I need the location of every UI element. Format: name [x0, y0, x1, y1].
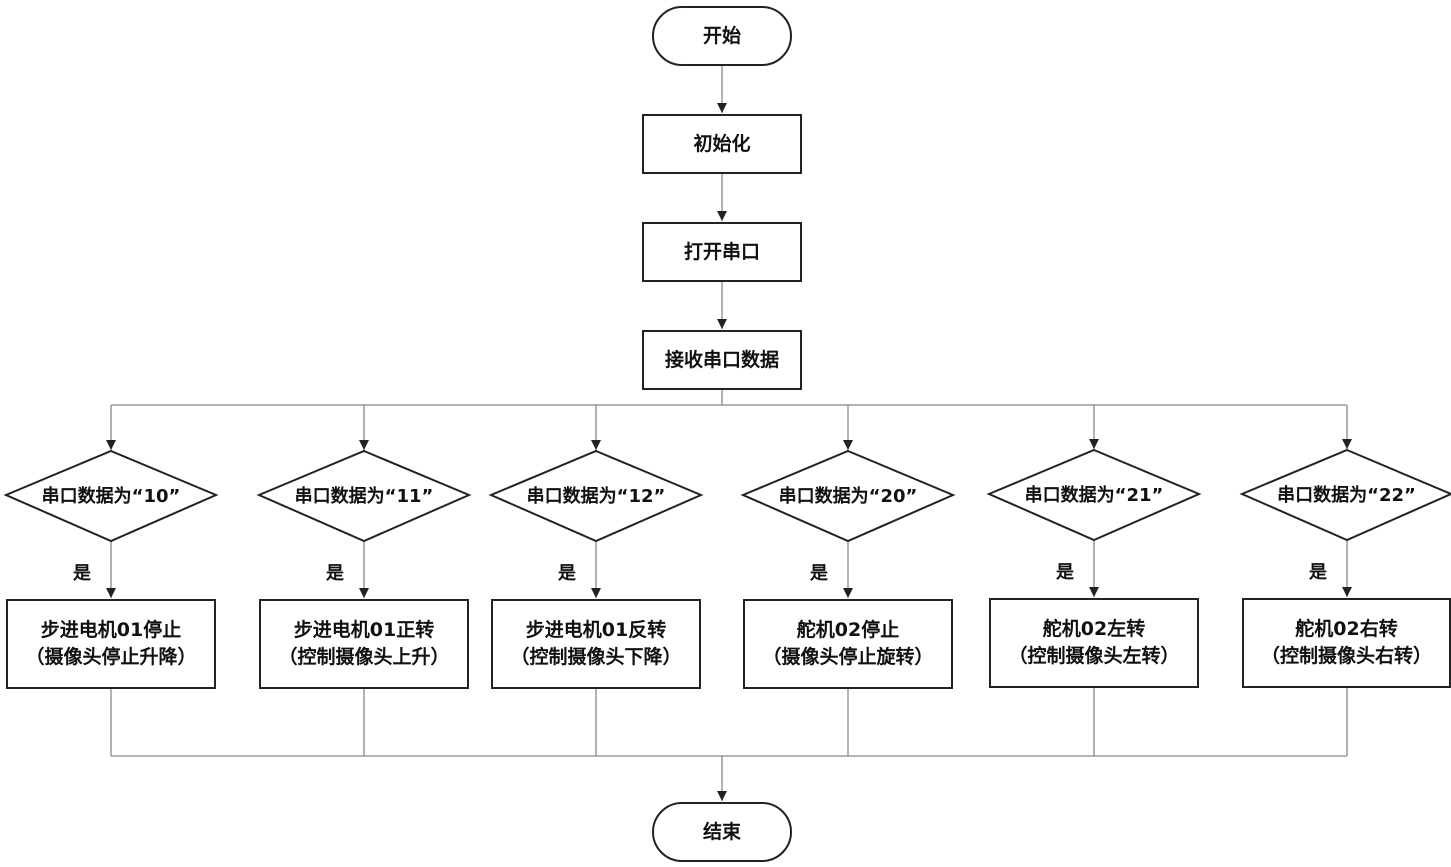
yes-label-11: 是	[326, 563, 344, 584]
action-line2-22: （控制摄像头右转）	[1260, 645, 1432, 667]
action-line2-11: （控制摄像头上升）	[278, 646, 450, 668]
step-initialize: 初始化	[642, 114, 802, 174]
decision-diamond-10	[3, 449, 219, 543]
action-line1-11: 步进电机01正转	[293, 619, 435, 641]
action-line1-22: 舵机02右转	[1295, 618, 1398, 640]
action-line2-10: （摄像头停止升降）	[25, 646, 197, 668]
step-receive-serial: 接收串口数据	[642, 330, 802, 390]
step-open-serial: 打开串口	[642, 222, 802, 282]
decision-label-22: 串口数据为“22”	[1277, 485, 1416, 506]
decision-label-12: 串口数据为“12”	[526, 486, 666, 507]
end-label: 结束	[702, 820, 741, 843]
action-line1-10: 步进电机01停止	[40, 619, 182, 641]
action-box-12: 步进电机01反转 （控制摄像头下降）	[491, 599, 701, 689]
action-box-20: 舵机02停止 （摄像头停止旋转）	[743, 599, 953, 689]
decision-diamond-21	[986, 448, 1202, 542]
step-open-serial-label: 打开串口	[683, 240, 760, 263]
decision-label-20: 串口数据为“20”	[778, 486, 918, 507]
action-box-22: 舵机02右转 （控制摄像头右转）	[1242, 598, 1451, 688]
decision-diamond-20	[740, 449, 956, 543]
decision-diamond-11	[256, 449, 472, 543]
start-terminal: 开始	[652, 6, 792, 66]
action-box-10: 步进电机01停止 （摄像头停止升降）	[6, 599, 216, 689]
decision-label-21: 串口数据为“21”	[1024, 485, 1164, 506]
action-line1-12: 步进电机01反转	[525, 619, 667, 641]
start-label: 开始	[702, 24, 741, 47]
yes-label-10: 是	[73, 563, 91, 584]
step-receive-serial-label: 接收串口数据	[664, 348, 779, 371]
end-terminal: 结束	[652, 802, 792, 862]
action-line2-21: （控制摄像头左转）	[1008, 645, 1180, 667]
action-line2-12: （控制摄像头下降）	[510, 646, 682, 668]
yes-label-20: 是	[810, 563, 828, 584]
step-initialize-label: 初始化	[693, 132, 751, 155]
action-box-21: 舵机02左转 （控制摄像头左转）	[989, 598, 1199, 688]
action-box-11: 步进电机01正转 （控制摄像头上升）	[259, 599, 469, 689]
decision-label-10: 串口数据为“10”	[41, 486, 181, 507]
yes-label-21: 是	[1056, 562, 1074, 583]
action-line2-20: （摄像头停止旋转）	[762, 646, 934, 668]
decision-label-11: 串口数据为“11”	[294, 486, 434, 507]
decision-diamond-22	[1239, 448, 1451, 542]
action-line1-20: 舵机02停止	[796, 619, 900, 641]
action-line1-21: 舵机02左转	[1042, 618, 1146, 640]
decision-diamond-12	[488, 449, 704, 543]
yes-label-12: 是	[558, 563, 576, 584]
yes-label-22: 是	[1309, 562, 1327, 583]
